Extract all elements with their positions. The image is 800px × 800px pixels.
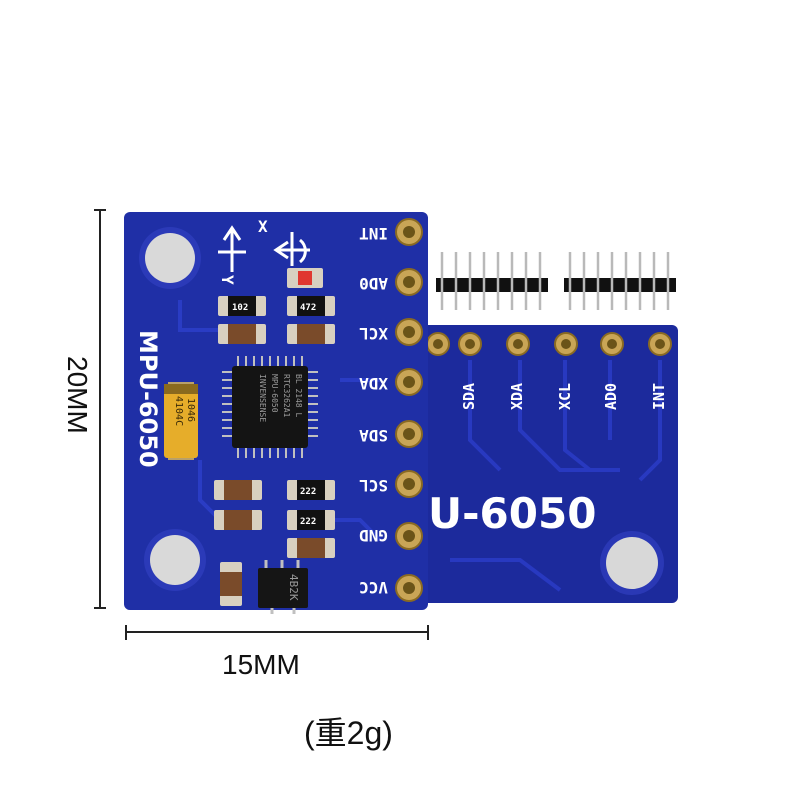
- back-pin-label-ad0: AD0: [602, 383, 620, 410]
- back-pin-label-xcl: XCL: [556, 383, 574, 410]
- front-model-label: MPU-6050: [134, 330, 162, 468]
- pin-label-scl: SCL: [359, 476, 388, 495]
- back-mounting-hole: [606, 537, 658, 589]
- axis-symbol: X Y: [218, 217, 310, 285]
- pin-label-gnd: GND: [359, 526, 388, 545]
- cap-code-1: 4104C: [173, 396, 184, 426]
- axis-y-label: Y: [218, 275, 237, 285]
- pin-label-vcc: VCC: [359, 578, 388, 597]
- resistor-code-4: 222: [300, 517, 316, 527]
- chip-text-line3: INVENSENSE: [258, 374, 267, 422]
- pin-label-ad0: AD0: [359, 274, 388, 293]
- resistor-code-3: 222: [300, 487, 316, 497]
- back-model-label: U-6050: [428, 489, 596, 538]
- pin-label-int: INT: [359, 224, 388, 243]
- axis-x-label: X: [258, 217, 268, 236]
- header-pins-right: [564, 252, 676, 310]
- back-pin-label-int: INT: [650, 383, 668, 410]
- tantalum-capacitor: 4104C 1046: [164, 382, 198, 460]
- width-label: 15MM: [222, 649, 300, 680]
- back-pin-pads: [426, 332, 672, 356]
- voltage-regulator: 4B2K: [258, 560, 308, 614]
- resistor-code-1: 102: [232, 303, 248, 313]
- back-pin-label-sda: SDA: [460, 383, 478, 410]
- pin-label-xda: XDA: [359, 374, 388, 393]
- cap-code-2: 1046: [185, 398, 196, 422]
- power-led: [287, 268, 323, 288]
- regulator-code: 4B2K: [287, 574, 300, 601]
- pin-label-sda: SDA: [359, 426, 388, 445]
- front-mounting-hole-top: [145, 233, 195, 283]
- resistor-code-2: 472: [300, 303, 316, 313]
- height-dimension: 20MM: [62, 209, 106, 609]
- pin-label-xcl: XCL: [359, 324, 388, 343]
- front-board: X Y MPU-6050 4104C 1046 102 472: [124, 212, 428, 614]
- front-pin-pads: [395, 218, 423, 602]
- height-label: 20MM: [62, 356, 93, 434]
- weight-label: (重2g): [304, 715, 393, 751]
- chip-text-line1: RTC3262A1: [282, 374, 291, 418]
- header-pins-left: [436, 252, 548, 310]
- front-pin-labels: INT AD0 XCL XDA SDA SCL GND VCC: [359, 224, 388, 597]
- chip-text-line2: MPU-6050: [270, 374, 279, 413]
- smd-components: 102 472 222 222: [214, 296, 335, 606]
- back-pin-label-xda: XDA: [508, 383, 526, 410]
- chip-text-small: BL 2148 L: [294, 374, 303, 418]
- mpu6050-chip: BL 2148 L RTC3262A1 MPU-6050 INVENSENSE: [222, 356, 318, 458]
- back-board: SDA XDA XCL AD0 INT U-6050: [420, 325, 678, 603]
- width-dimension: 15MM: [125, 625, 429, 680]
- back-pcb: [420, 325, 678, 603]
- front-mounting-hole-bottom: [150, 535, 200, 585]
